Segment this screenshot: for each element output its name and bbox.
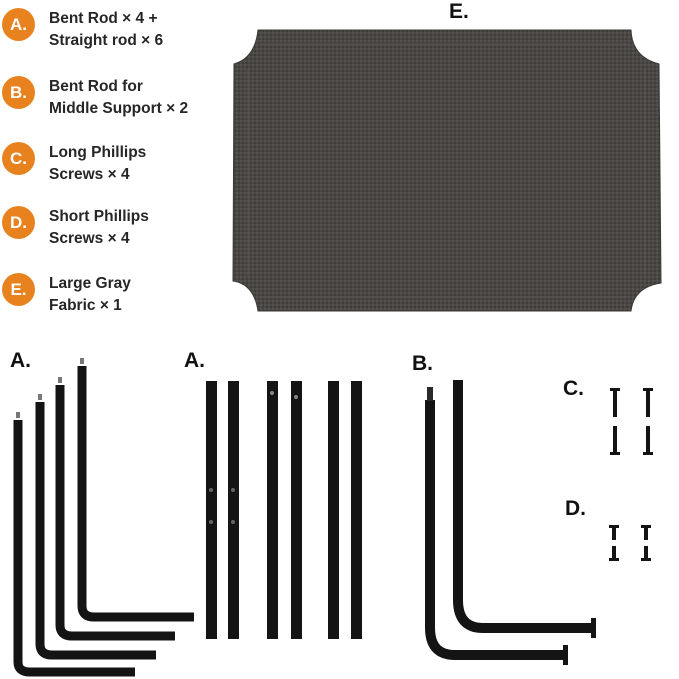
straight-rod [328,381,339,639]
legend-line: Fabric × 1 [49,297,122,314]
long-screw [610,426,620,455]
legend-line: Large Gray [49,275,131,292]
bent-rod [77,358,194,622]
legend-item-a: A. Bent Rod × 4 + Straight rod × 6 [0,8,230,58]
fabric-label: E. [449,0,469,23]
legend-item-e: E. Large Gray Fabric × 1 [0,273,230,323]
middle-support-rod [453,380,596,638]
legend-badge-c: C. [2,142,35,175]
straight-rod [267,381,278,639]
straight-rod [206,381,217,639]
legend-line: Straight rod × 6 [49,32,164,49]
short-screw [641,525,651,540]
bent-rod [55,377,175,641]
bent-rod [35,394,156,660]
short-screw [609,525,619,540]
short-screw [641,546,651,561]
long-screw [643,388,653,417]
legend-badge-d: D. [2,206,35,239]
short-screws-label: D. [565,497,586,520]
straight-rod [351,381,362,639]
gray-fabric [232,29,662,312]
legend-item-c: C. Long Phillips Screws × 4 [0,142,230,192]
legend-line: Middle Support × 2 [49,100,189,117]
long-screws-label: C. [563,377,584,400]
straight-rods-label: A. [184,349,205,372]
legend-line: Screws × 4 [49,230,130,247]
short-screw [609,546,619,561]
legend-badge-e: E. [2,273,35,306]
straight-rod [291,381,302,639]
legend-line: Screws × 4 [49,166,130,183]
legend-line: Bent Rod × 4 + [49,10,158,27]
middle-support-rod [425,387,568,665]
middle-support-label: B. [412,352,433,375]
legend-badge-a: A. [2,8,35,41]
legend-item-b: B. Bent Rod for Middle Support × 2 [0,76,230,126]
legend-item-d: D. Short Phillips Screws × 4 [0,206,230,256]
legend-line: Short Phillips [49,208,149,225]
straight-rod [228,381,239,639]
legend-line: Long Phillips [49,144,147,161]
long-screw [643,426,653,455]
legend-badge-b: B. [2,76,35,109]
long-screw [610,388,620,417]
legend-line: Bent Rod for [49,78,143,95]
bent-rod [13,412,135,677]
bent-rods-label: A. [10,349,31,372]
